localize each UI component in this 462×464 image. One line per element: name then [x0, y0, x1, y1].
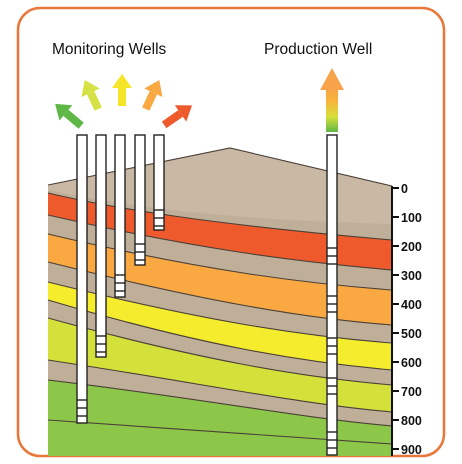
- arrow-orange-icon: [142, 80, 163, 111]
- orange-layer: [48, 234, 392, 325]
- monitoring-wells-label: Monitoring Wells: [52, 41, 167, 58]
- monitoring-well-4: [134, 134, 146, 266]
- arrow-red-icon: [161, 105, 193, 129]
- arrow-green-icon: [55, 103, 84, 129]
- arrow-yellow-icon: [112, 74, 132, 106]
- depth-label-900: 900: [401, 443, 422, 457]
- monitoring-well-3: [114, 134, 126, 298]
- depth-label-0: 0: [401, 182, 408, 196]
- depth-label-200: 200: [401, 240, 422, 254]
- monitoring-well-5: [153, 134, 165, 231]
- red-layer: [48, 193, 392, 270]
- monitoring-well-2: [95, 134, 107, 358]
- depth-labels: 0 100 200 300 400 500 600 700 800 900: [401, 182, 422, 457]
- strata-block: [47, 147, 393, 456]
- depth-label-300: 300: [401, 269, 422, 283]
- brown-layer-5: [48, 360, 392, 426]
- monitoring-wells: [76, 134, 165, 424]
- depth-label-100: 100: [401, 211, 422, 225]
- monitoring-well-1: [76, 134, 88, 424]
- depth-label-400: 400: [401, 298, 422, 312]
- production-well: [326, 134, 338, 456]
- yellow-layer: [48, 282, 392, 370]
- depth-label-800: 800: [401, 414, 422, 428]
- monitoring-screens: [77, 209, 164, 417]
- arrow-yellowgreen-icon: [81, 80, 102, 111]
- brown-layer-3: [48, 262, 392, 343]
- brown-layer-4: [48, 300, 392, 385]
- green-layer: [48, 380, 392, 456]
- production-screens: [327, 247, 337, 449]
- depth-label-500: 500: [401, 327, 422, 341]
- lime-layer: [48, 318, 392, 412]
- depth-label-600: 600: [401, 356, 422, 370]
- arrow-gradient-up-icon: [320, 68, 344, 132]
- monitoring-arrows: [55, 74, 193, 129]
- production-well-label: Production Well: [264, 41, 372, 58]
- depth-label-700: 700: [401, 385, 422, 399]
- depth-axis: [391, 186, 399, 456]
